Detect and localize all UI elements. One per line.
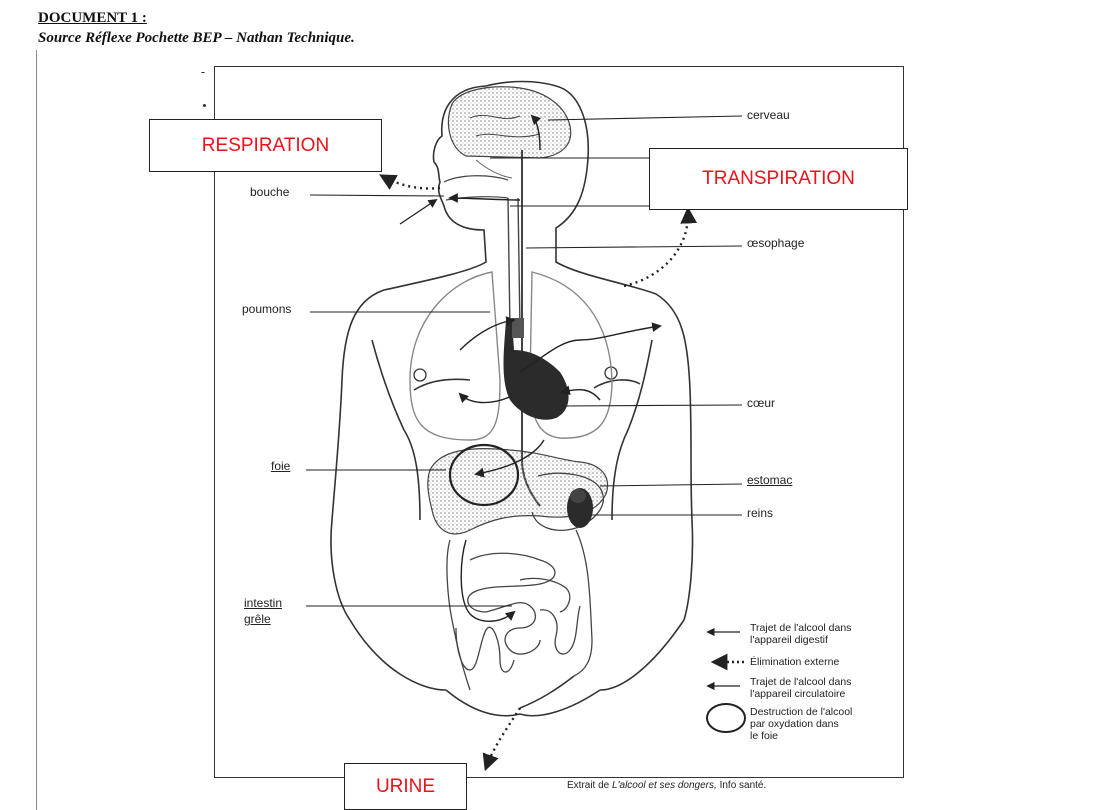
label-foie: foie	[271, 459, 290, 473]
legend-externe: Élimination externe	[750, 656, 839, 668]
label-coeur: cœur	[747, 396, 775, 410]
intestines	[447, 530, 592, 690]
legend-destruction-line3: le foie	[750, 730, 852, 742]
legend-digestif-line2: l'appareil digestif	[750, 634, 851, 646]
urine-box: URINE	[344, 763, 467, 810]
legend-circulatoire-line1: Trajet de l'alcool dans	[750, 676, 851, 688]
label-cerveau: cerveau	[747, 108, 790, 122]
legend-destruction-line1: Destruction de l'alcool	[750, 706, 852, 718]
legend-digestif: Trajet de l'alcool dans l'appareil diges…	[750, 622, 851, 646]
transpiration-box: TRANSPIRATION	[649, 148, 908, 210]
legend-destruction: Destruction de l'alcool par oxydation da…	[750, 706, 852, 742]
external-elimination-arrows	[382, 176, 688, 286]
source-credit: Extrait de L'alcool et ses dongers, Info…	[567, 780, 766, 791]
label-poumons: poumons	[242, 302, 291, 316]
credit-title: L'alcool et ses dongers,	[612, 780, 717, 791]
label-intestin: intestin	[244, 596, 282, 610]
label-oesophage: œsophage	[747, 236, 804, 250]
label-grele: grêle	[244, 612, 271, 626]
legend-digestif-line1: Trajet de l'alcool dans	[750, 622, 851, 634]
legend-symbols	[707, 632, 745, 732]
brain	[448, 87, 570, 158]
label-estomac: estomac	[747, 473, 792, 487]
oesophagus	[508, 198, 520, 330]
credit-prefix: Extrait de	[567, 780, 612, 791]
legend-destruction-line2: par oxydation dans	[750, 718, 852, 730]
legend-circulatoire: Trajet de l'alcool dans l'appareil circu…	[750, 676, 851, 700]
legend-circulatoire-line2: l'appareil circulatoire	[750, 688, 851, 700]
credit-suffix: Info santé.	[717, 780, 766, 791]
respiration-box: RESPIRATION	[149, 119, 382, 172]
label-bouche: bouche	[250, 185, 289, 199]
label-reins: reins	[747, 506, 773, 520]
